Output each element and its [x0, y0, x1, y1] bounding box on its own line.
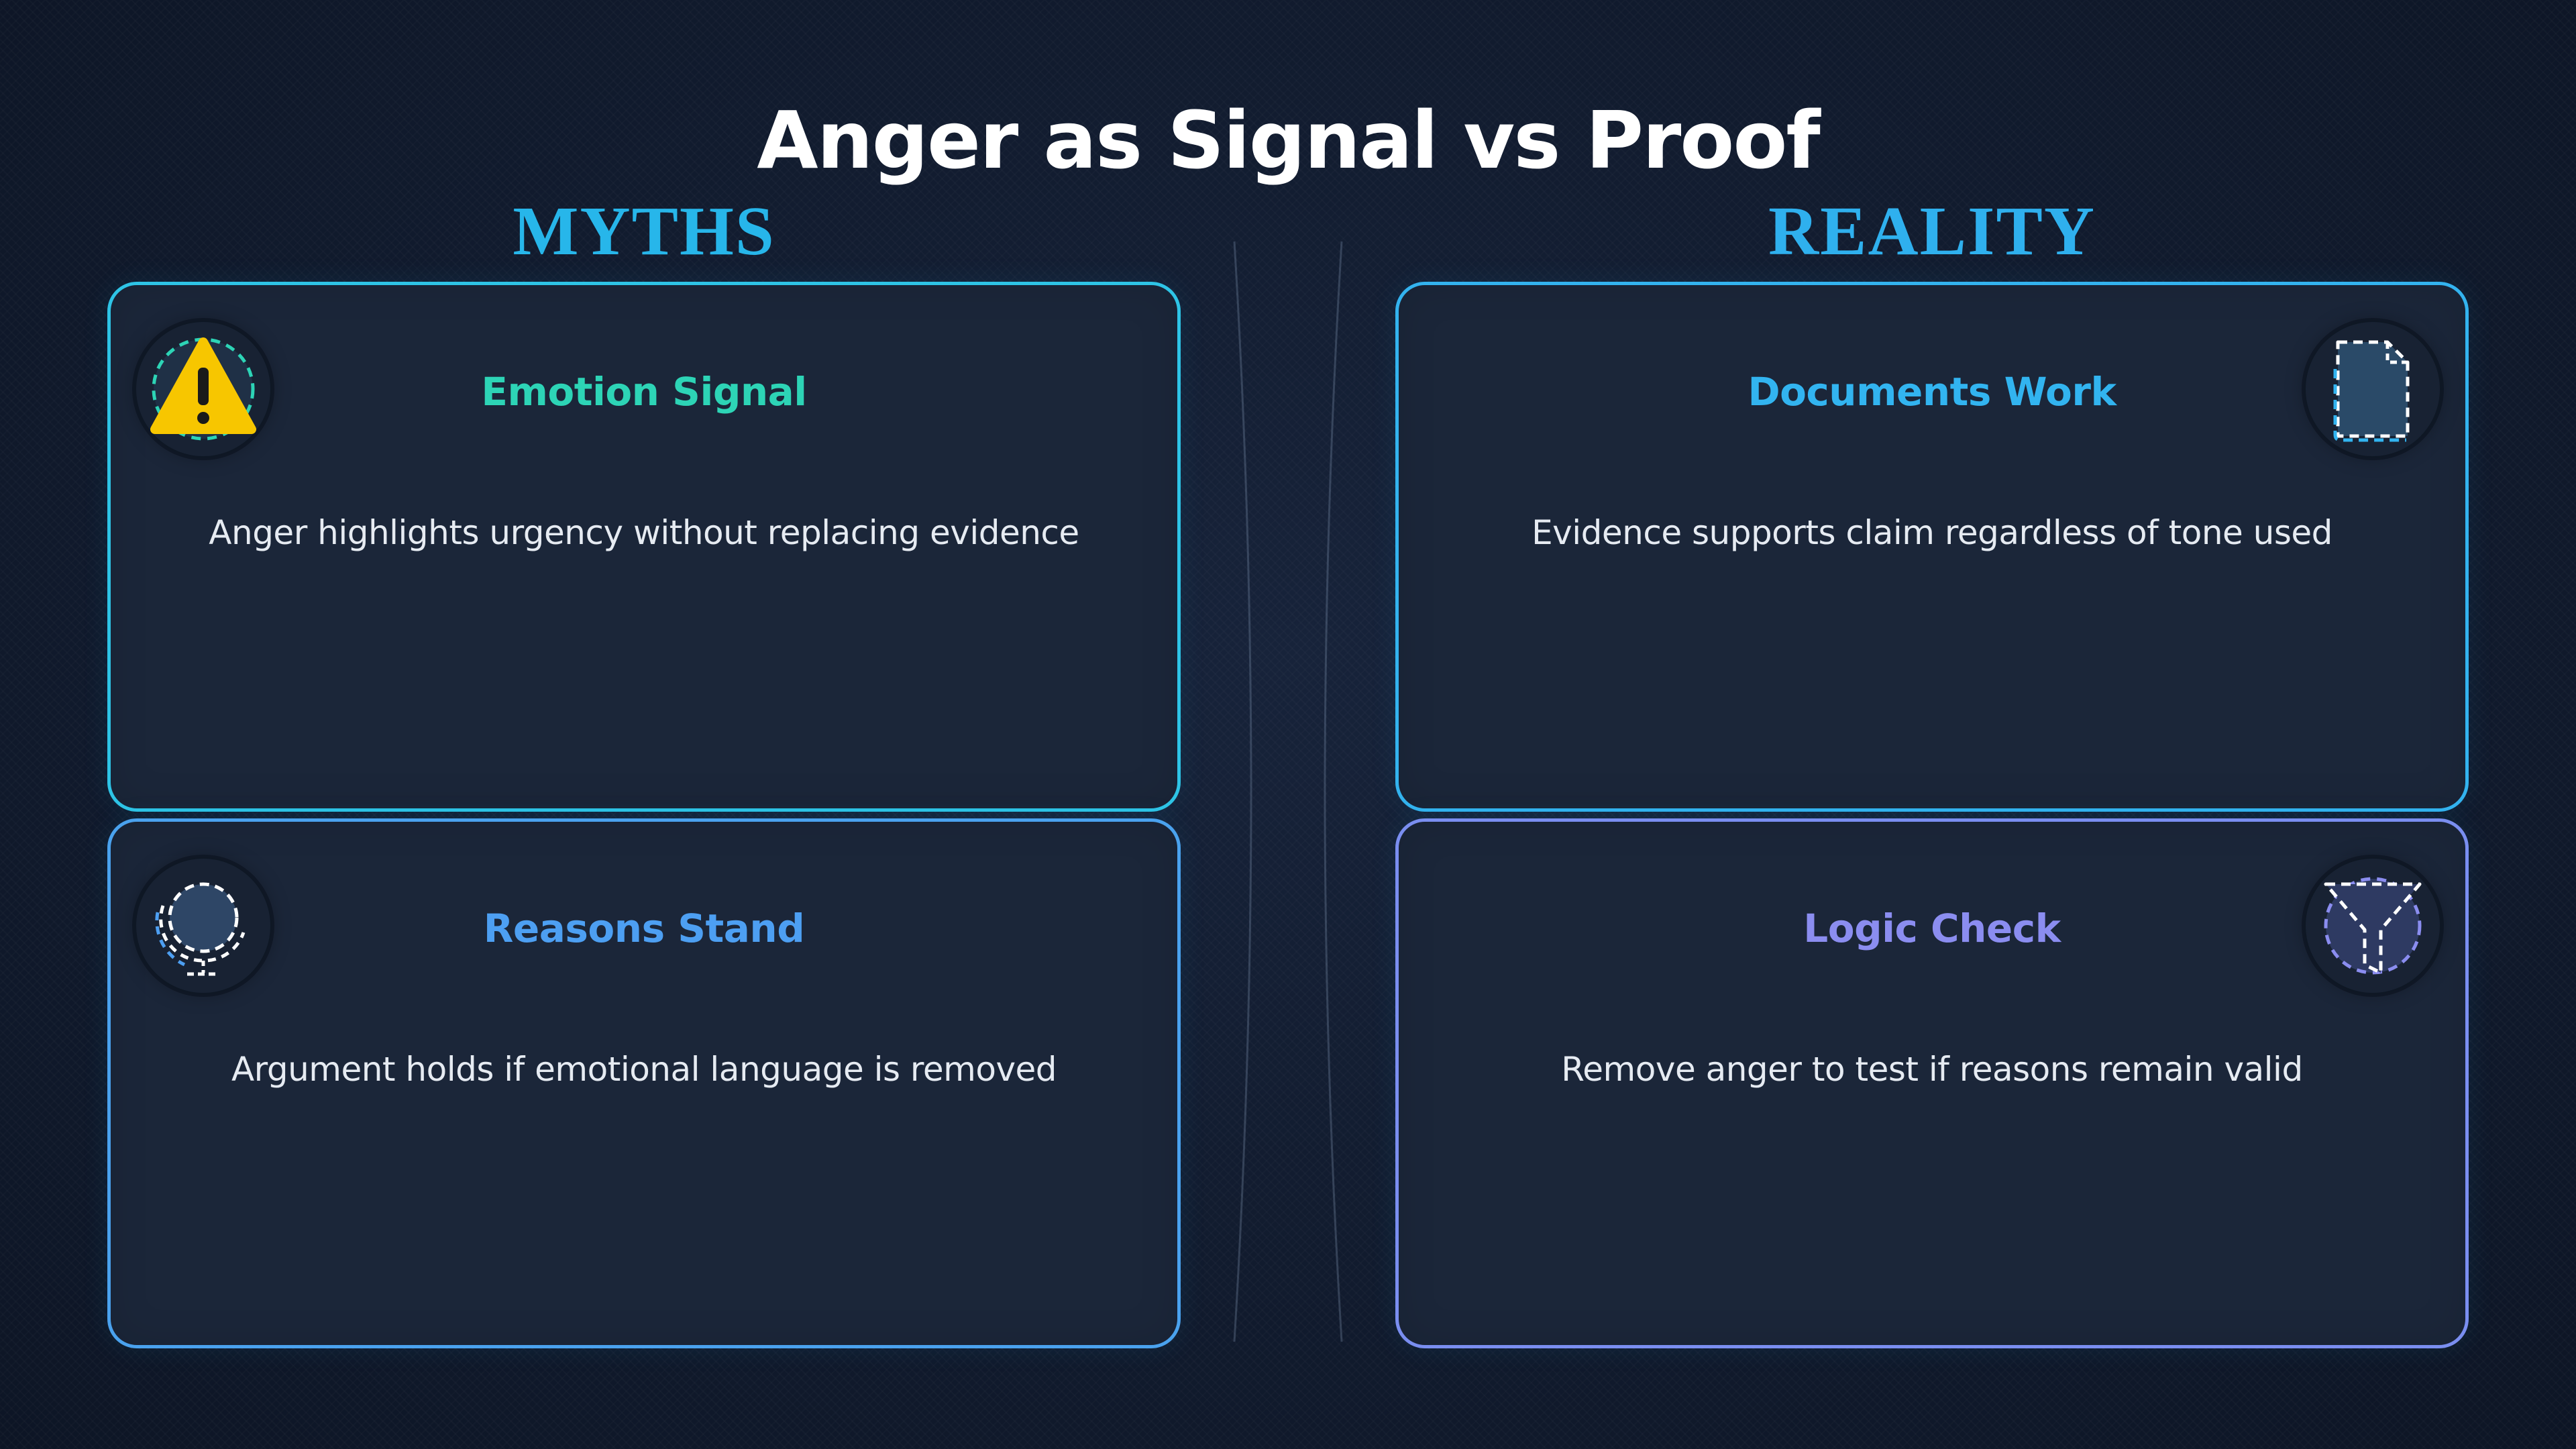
document-icon	[2333, 340, 2410, 442]
document-icon-badge	[2306, 322, 2440, 456]
card-description: Argument holds if emotional language is …	[231, 1050, 1057, 1089]
card-title: Emotion Signal	[481, 369, 807, 415]
warning-icon-badge	[136, 322, 270, 456]
card-title: Documents Work	[1748, 369, 2116, 415]
filter-icon-badge	[2306, 859, 2440, 993]
filter-icon	[2324, 877, 2422, 975]
card-documents-work: Documents Work Evidence supports claim r…	[1395, 282, 2469, 812]
card-logic-check: Logic Check Remove anger to test if reas…	[1395, 818, 2469, 1348]
reality-heading: REALITY	[1768, 193, 2096, 270]
globe-stand-icon	[155, 882, 246, 976]
globe-stand-icon-badge	[136, 859, 270, 993]
center-divider	[1233, 241, 1343, 1342]
page-title: Anger as Signal vs Proof	[757, 94, 1821, 186]
card-description: Remove anger to test if reasons remain v…	[1561, 1050, 2303, 1089]
warning-icon	[150, 337, 256, 441]
card-description: Anger highlights urgency without replaci…	[209, 513, 1079, 552]
card-title: Logic Check	[1803, 906, 2061, 951]
card-description: Evidence supports claim regardless of to…	[1532, 513, 2332, 552]
card-reasons-stand: Reasons Stand Argument holds if emotiona…	[107, 818, 1181, 1348]
myths-heading: MYTHS	[513, 193, 775, 270]
card-title: Reasons Stand	[483, 906, 805, 951]
card-emotion-signal: Emotion Signal Anger highlights urgency …	[107, 282, 1181, 812]
